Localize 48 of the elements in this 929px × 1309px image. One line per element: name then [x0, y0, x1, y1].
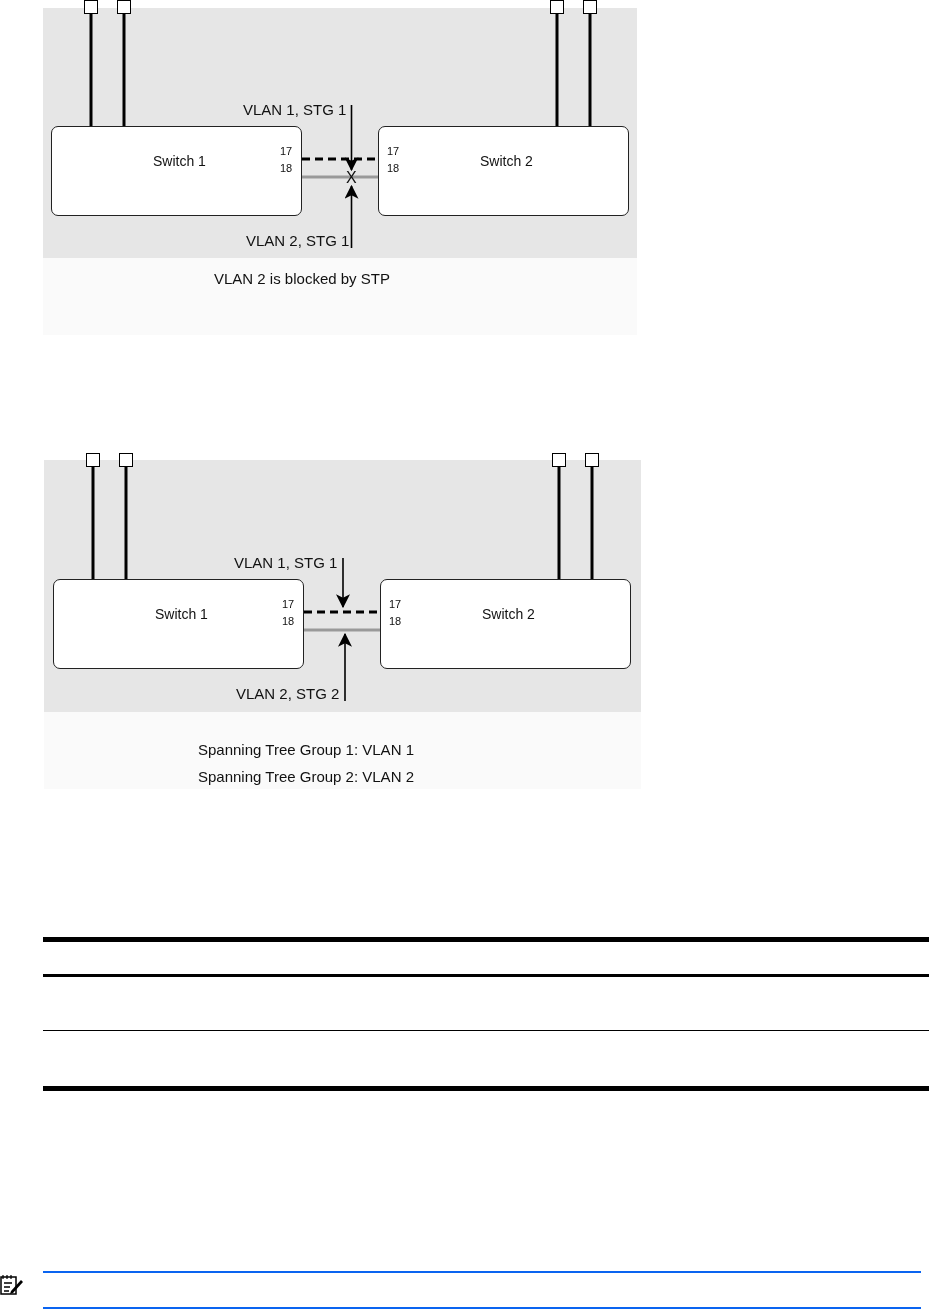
switch-name: Switch 1 — [153, 152, 206, 170]
link-line — [304, 610, 380, 614]
cable-line — [122, 14, 126, 126]
cable-line — [91, 467, 95, 579]
port-box — [583, 0, 597, 14]
port-number: 18 — [387, 162, 400, 176]
port-number: 17 — [389, 598, 402, 612]
switch-box — [380, 579, 631, 669]
port-number: 17 — [282, 598, 295, 612]
link-line — [302, 175, 378, 179]
link-line — [304, 628, 380, 632]
link-line — [302, 157, 378, 161]
leader-arrow — [344, 104, 359, 172]
cable-line — [124, 467, 128, 579]
vlan-label: VLAN 2, STG 1 — [246, 232, 350, 250]
port-number: 17 — [387, 145, 400, 159]
legend-text: Spanning Tree Group 1: VLAN 1 — [198, 741, 414, 759]
port-box — [84, 0, 98, 14]
blocked-mark: X — [346, 168, 357, 188]
port-box — [552, 453, 566, 467]
port-box — [119, 453, 133, 467]
port-number: 18 — [389, 615, 402, 629]
leader-arrow — [338, 632, 352, 702]
port-number: 18 — [282, 615, 295, 629]
cable-line — [555, 14, 559, 126]
vlan-label: VLAN 2, STG 2 — [236, 685, 340, 703]
switch-box — [53, 579, 304, 669]
legend-text: Spanning Tree Group 2: VLAN 2 — [198, 768, 414, 786]
switch-name: Switch 2 — [482, 605, 535, 623]
vlan-label: VLAN 1, STG 1 — [234, 554, 338, 572]
cable-line — [557, 467, 561, 579]
switch-box — [378, 126, 629, 216]
vlan-label: VLAN 1, STG 1 — [243, 101, 347, 119]
port-number: 18 — [280, 162, 293, 176]
cable-line — [89, 14, 93, 126]
caption-text: VLAN 2 is blocked by STP — [214, 270, 390, 288]
leader-arrow — [344, 184, 359, 249]
port-box — [86, 453, 100, 467]
switch-name: Switch 1 — [155, 605, 208, 623]
switch-box — [51, 126, 302, 216]
switch-name: Switch 2 — [480, 152, 533, 170]
port-box — [585, 453, 599, 467]
cable-line — [590, 467, 594, 579]
cable-line — [588, 14, 592, 126]
port-number: 17 — [280, 145, 293, 159]
port-box — [117, 0, 131, 14]
port-box — [550, 0, 564, 14]
leader-arrow — [336, 557, 350, 609]
